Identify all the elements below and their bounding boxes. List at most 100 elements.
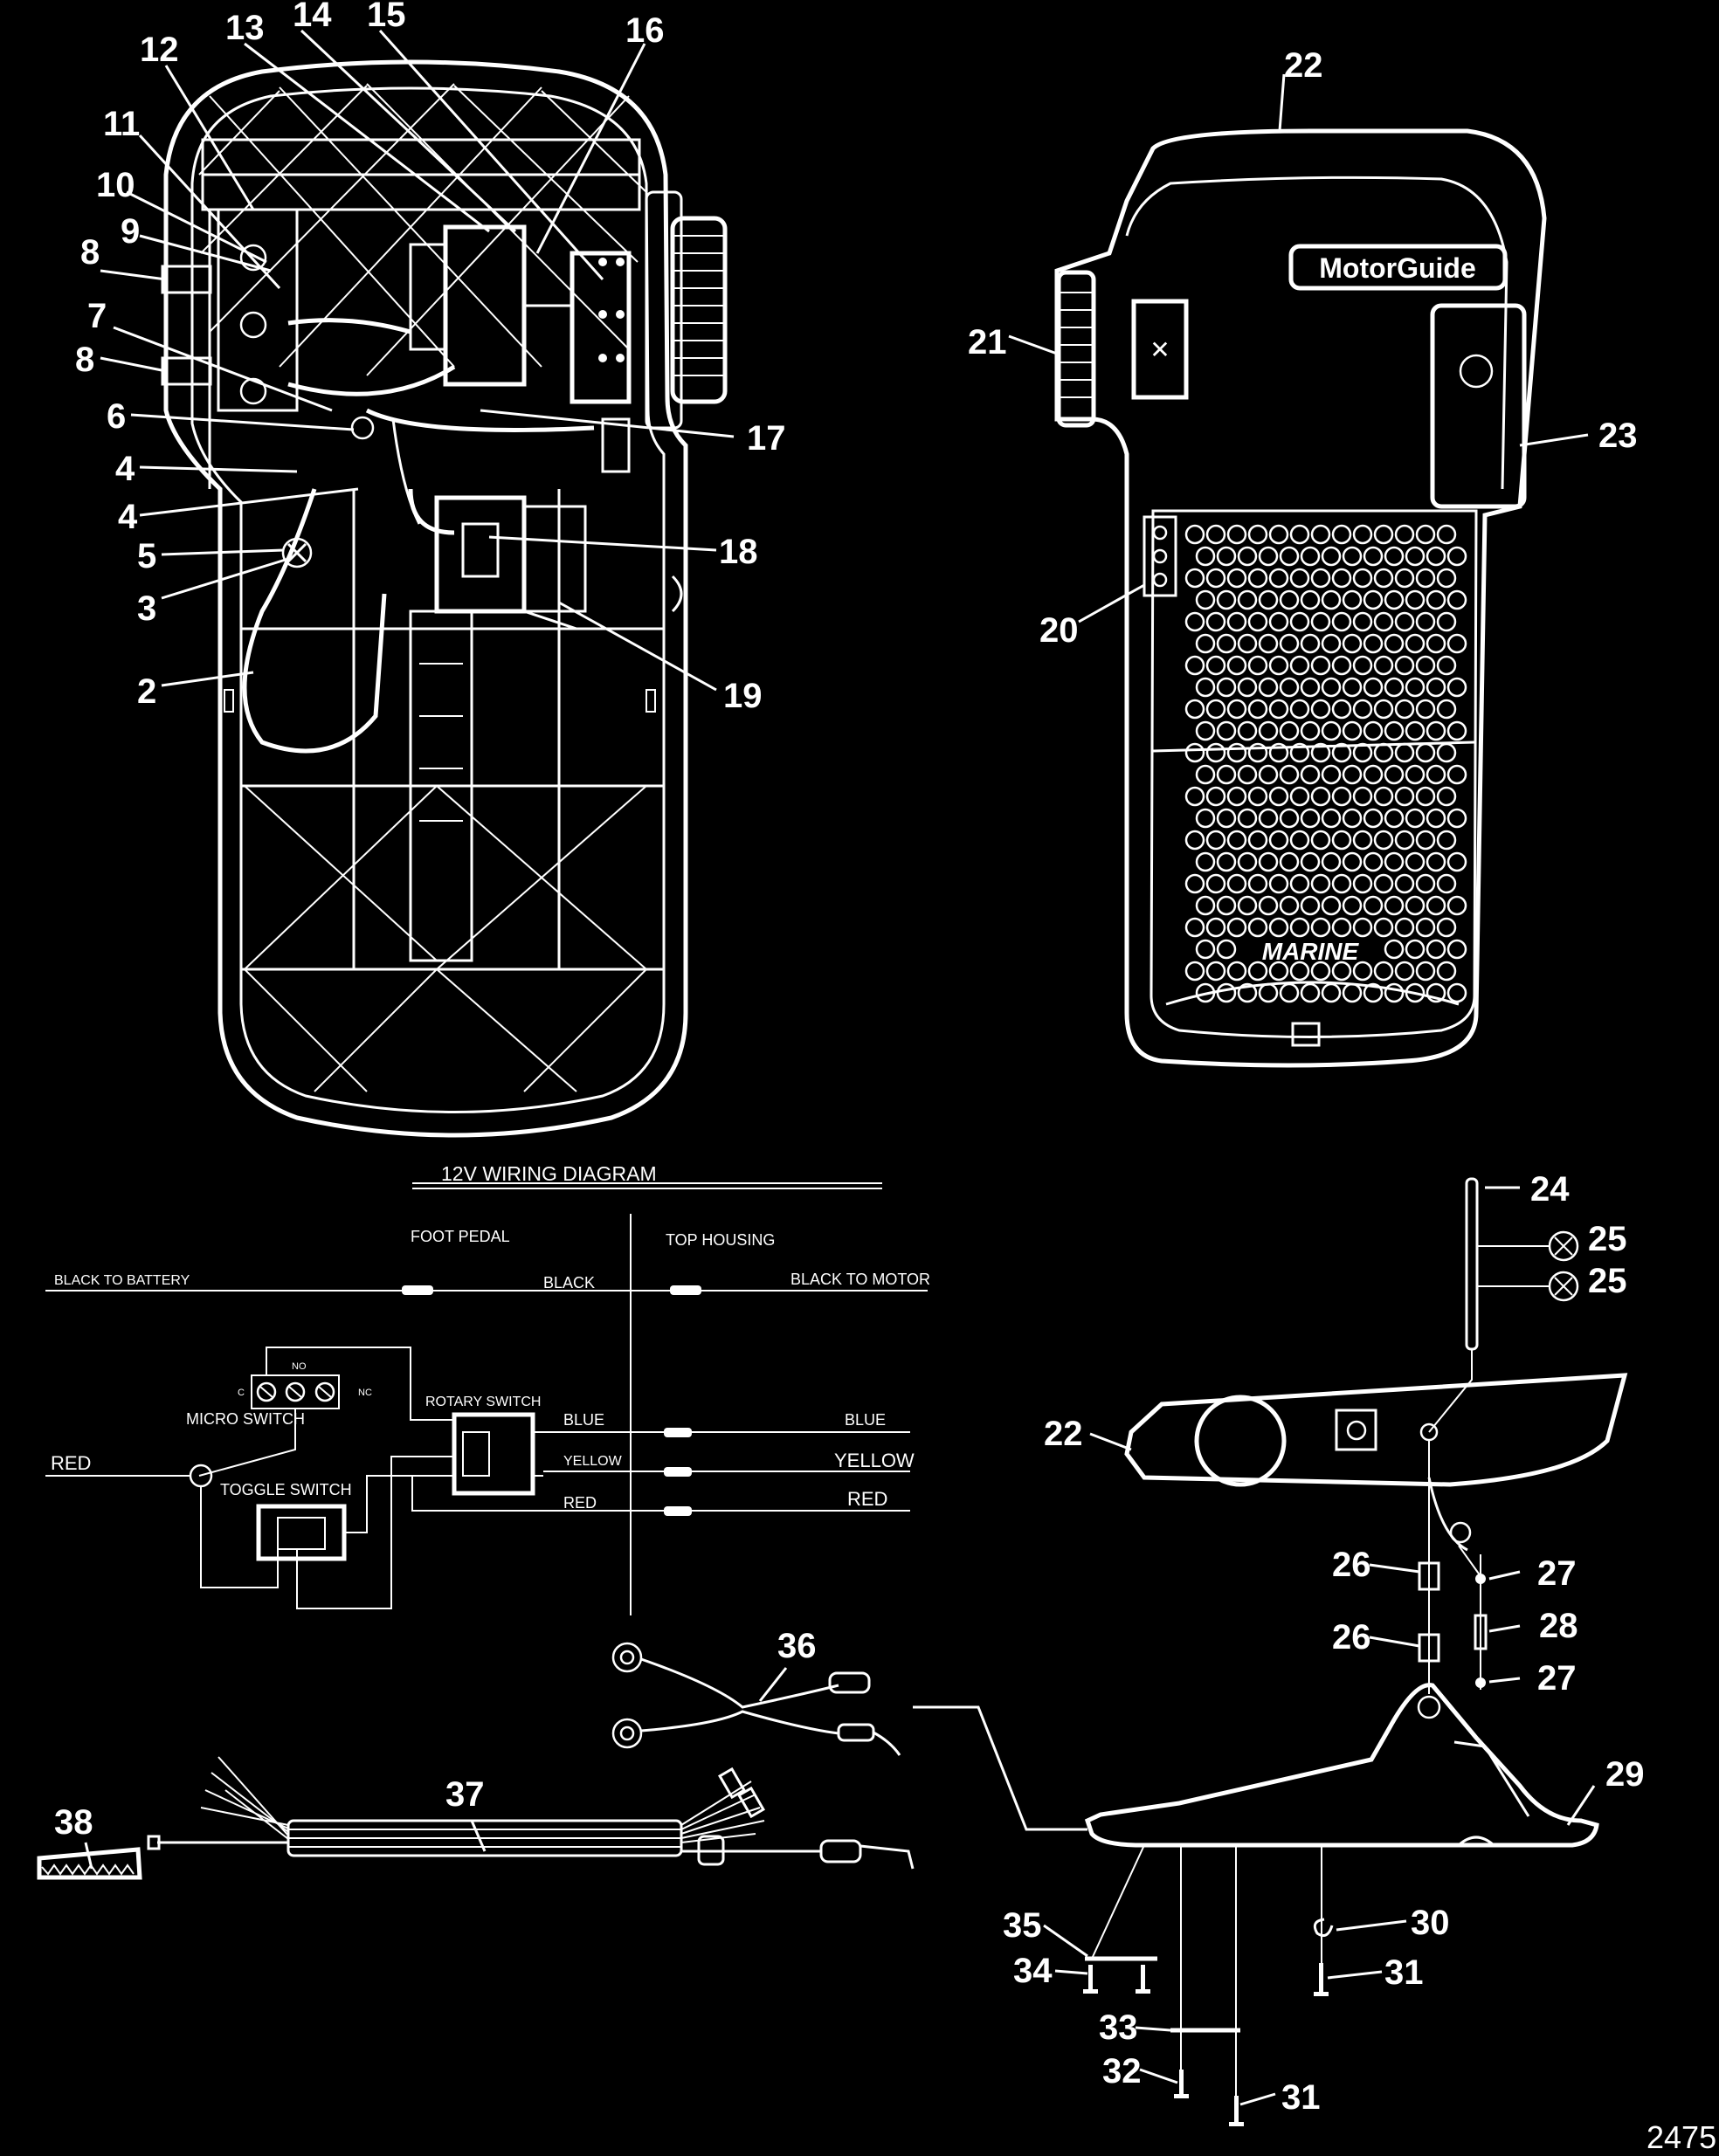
grip-dimple: [1446, 939, 1467, 960]
grip-dimple: [1352, 830, 1373, 851]
screw-terminal-3: [239, 377, 267, 405]
grip-dimple: [1205, 568, 1226, 589]
grip-dimple: [1384, 633, 1405, 654]
grip-dimple: [1258, 677, 1279, 698]
pedal-top-view: MotorGuide ✕ MARINE: [1054, 128, 1547, 1068]
grip-dimple: [1258, 720, 1279, 741]
grip-dimple: [1184, 917, 1205, 938]
grip-dimple: [1373, 568, 1394, 589]
grip-dimple: [1331, 655, 1352, 676]
grip-dimple: [1331, 699, 1352, 720]
grip-dimple: [1279, 851, 1300, 872]
internal-wire-5: [408, 488, 455, 535]
grip-dimple: [1446, 895, 1467, 916]
label-yellow-left: YELLOW: [563, 1454, 623, 1469]
callout-14: 14: [293, 0, 332, 34]
grip-dimple: [1321, 895, 1342, 916]
grip-dimple: [1258, 633, 1279, 654]
saw-blade-38: [37, 1847, 142, 1880]
grip-dimple: [1321, 851, 1342, 872]
callout-6: 6: [107, 397, 126, 436]
grip-dimple: [1216, 633, 1237, 654]
callout-37: 37: [445, 1775, 485, 1814]
grip-dimple: [1342, 677, 1363, 698]
grip-dimple: [1279, 633, 1300, 654]
callout-21: 21: [968, 323, 1007, 362]
side-housing-knob: [1194, 1395, 1287, 1487]
grip-dimple: [1184, 524, 1205, 545]
grip-dimple: [1247, 655, 1268, 676]
grip-dimple: [1384, 546, 1405, 567]
grip-dimple: [1195, 982, 1216, 1003]
callout-15: 15: [367, 0, 406, 34]
side-assembly: [913, 1177, 1628, 2126]
grip-dimple: [1415, 611, 1436, 632]
grip-dimple: [1184, 961, 1205, 982]
grip-dimple: [1446, 982, 1467, 1003]
grip-dimple: [1446, 720, 1467, 741]
grip-dimple: [1415, 961, 1436, 982]
grip-dimple: [1205, 786, 1226, 807]
grip-dimple: [1342, 808, 1363, 829]
grip-dimple: [1279, 982, 1300, 1003]
grip-dimple: [1289, 655, 1310, 676]
grip-dimple: [1216, 939, 1237, 960]
grip-dimple: [1310, 786, 1331, 807]
grip-dimple: [1216, 764, 1237, 785]
grip-dimple: [1268, 742, 1289, 763]
grip-dimple: [1373, 917, 1394, 938]
label-micro-switch: MICRO SWITCH: [186, 1410, 305, 1428]
grip-dimple: [1268, 611, 1289, 632]
grip-dimple: [1289, 611, 1310, 632]
grip-dimple: [1226, 961, 1247, 982]
grip-dimple: [1205, 524, 1226, 545]
toggle-switch: [256, 1504, 347, 1561]
grip-dimple: [1446, 808, 1467, 829]
grip-dimple: [1226, 917, 1247, 938]
label-red-mid: RED: [563, 1494, 597, 1512]
internal-wire-1: [287, 318, 411, 334]
callout-20: 20: [1039, 611, 1079, 650]
grip-dimple: [1384, 720, 1405, 741]
grip-dimple: [1363, 982, 1384, 1003]
grip-dimple: [1436, 568, 1457, 589]
grip-dimple: [1405, 589, 1426, 610]
grip-dimple: [1205, 655, 1226, 676]
grip-dimple: [1331, 786, 1352, 807]
pin-30: [1313, 1918, 1334, 1937]
grip-dimple: [1268, 873, 1289, 894]
callout-27-lower: 27: [1537, 1659, 1577, 1698]
callout-12: 12: [140, 31, 179, 69]
grip-dimple: [1373, 961, 1394, 982]
grip-dimple: [1205, 742, 1226, 763]
callout-25-lower: 25: [1588, 1262, 1627, 1300]
dimple-grid: [1184, 524, 1467, 1003]
grip-dimple: [1426, 982, 1446, 1003]
grip-dimple: [1331, 568, 1352, 589]
callout-26-upper: 26: [1332, 1546, 1371, 1584]
grip-dimple: [1258, 808, 1279, 829]
grip-dimple: [1405, 939, 1426, 960]
grip-dimple: [1321, 720, 1342, 741]
side-housing: [1124, 1373, 1628, 1487]
grip-dimple: [1384, 851, 1405, 872]
callout-4-upper: 4: [115, 450, 135, 488]
grip-dimple: [1415, 524, 1436, 545]
pivot-26-lower: [1418, 1633, 1440, 1663]
grip-dimple: [1237, 677, 1258, 698]
grip-dimple: [1394, 786, 1415, 807]
grip-dimple: [1184, 655, 1205, 676]
callout-3: 3: [137, 589, 156, 628]
grip-dimple: [1415, 917, 1436, 938]
grip-dimple: [1268, 568, 1289, 589]
pad-plate-20: [1143, 515, 1177, 597]
grip-pad: [1149, 509, 1478, 1038]
grip-dimple: [1363, 851, 1384, 872]
grip-dimple: [1352, 786, 1373, 807]
label-foot-pedal: FOOT PEDAL: [411, 1228, 510, 1245]
grip-dimple: [1342, 589, 1363, 610]
grip-dimple: [1195, 939, 1216, 960]
grip-dimple: [1352, 655, 1373, 676]
grip-dimple: [1310, 917, 1331, 938]
